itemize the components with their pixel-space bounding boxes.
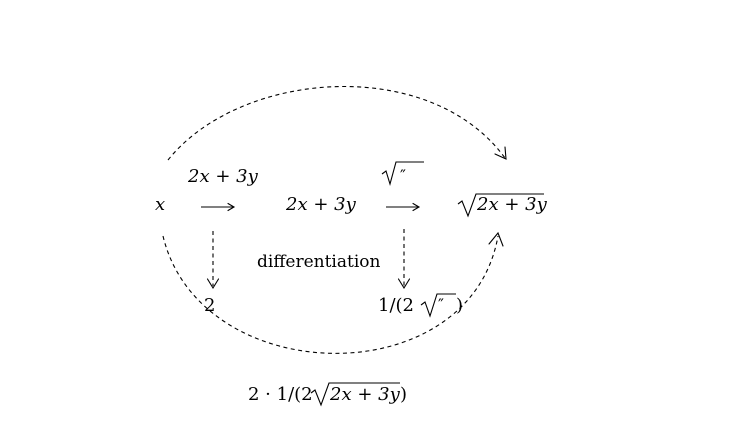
arrow-label-second-radicand: ″ bbox=[400, 166, 406, 185]
node-sqrt: 2x + 3y bbox=[457, 193, 548, 218]
arrow-second bbox=[386, 202, 421, 212]
node-deriv-right-prefix: 1/(2 bbox=[378, 295, 414, 316]
bottom-formula-suffix: ) bbox=[400, 384, 407, 405]
node-middle: 2x + 3y bbox=[285, 194, 357, 215]
radical-sign bbox=[457, 193, 544, 218]
arrow-first bbox=[201, 202, 236, 212]
node-sqrt-radicand: 2x + 3y bbox=[476, 194, 548, 215]
node-deriv-right: 1/(2 ″ ) bbox=[378, 293, 463, 318]
bottom-formula: 2 · 1/(2 2x + 3y ) bbox=[248, 382, 407, 407]
arc-bottom bbox=[162, 231, 504, 354]
arrow-down-right bbox=[397, 229, 411, 290]
node-deriv-right-radicand: ″ bbox=[438, 295, 444, 314]
arrow-label-first: 2x + 3y bbox=[187, 166, 259, 187]
bottom-formula-radicand: 2x + 3y bbox=[329, 384, 401, 405]
node-x: x bbox=[155, 194, 165, 215]
differentiation-label: differentiation bbox=[257, 252, 381, 272]
arc-top bbox=[167, 85, 507, 161]
node-deriv-right-suffix: ) bbox=[456, 295, 463, 316]
radical-sign bbox=[381, 161, 424, 186]
radical-sign bbox=[310, 382, 400, 407]
bottom-formula-prefix: 2 · 1/(2 bbox=[248, 384, 313, 405]
node-deriv-left: 2 bbox=[204, 295, 215, 316]
arrow-label-second: ″ bbox=[381, 161, 424, 186]
radical-sign bbox=[420, 293, 456, 318]
arrow-down-left bbox=[206, 231, 220, 290]
